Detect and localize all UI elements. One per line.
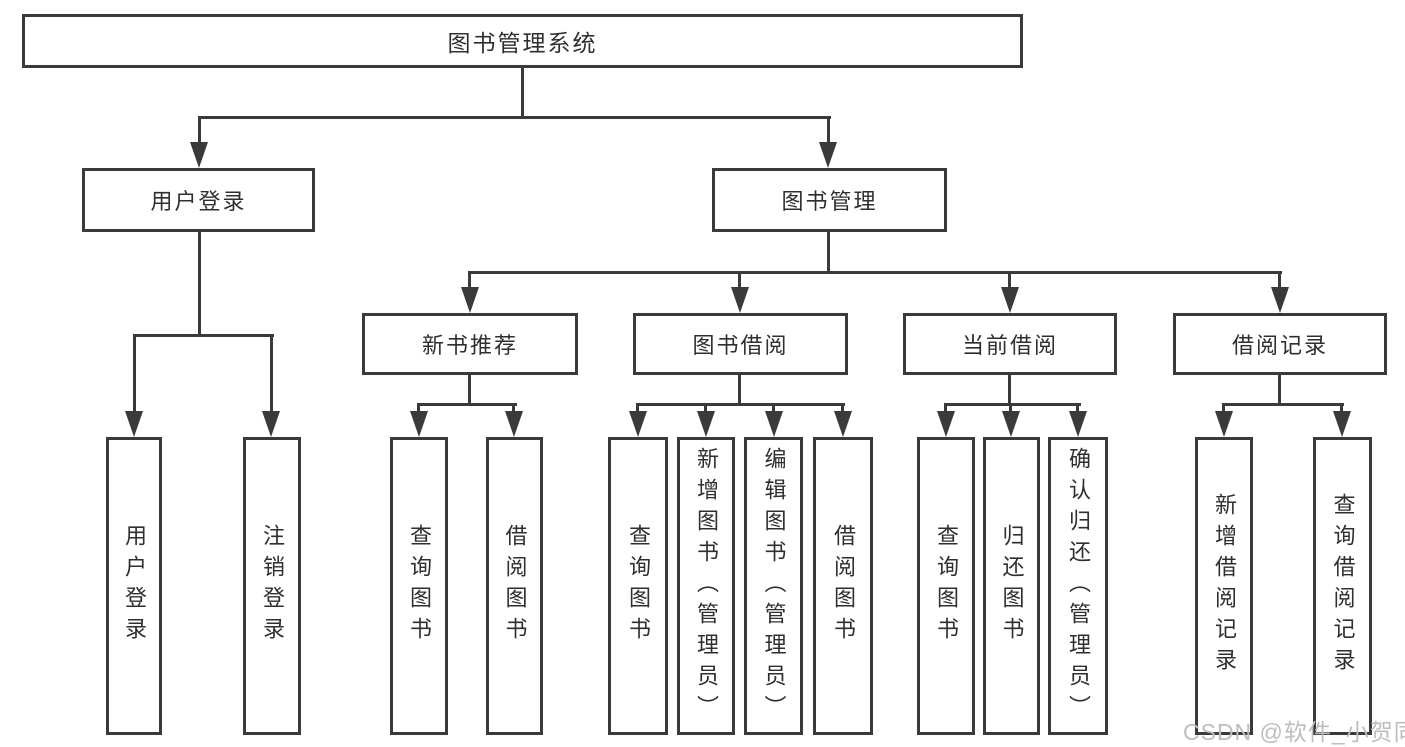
node-leaf-borrow-books: 借阅图书 [813, 437, 873, 735]
arrow-down-icon [1271, 287, 1289, 313]
connector-line [198, 116, 201, 144]
connector-line [1008, 375, 1011, 406]
arrow-down-icon [1333, 411, 1351, 437]
node-label: 查询图书 [407, 524, 432, 648]
node-new-book-recommendation: 新书推荐 [362, 313, 578, 375]
node-leaf-user-login: 用户登录 [106, 437, 162, 735]
connector-line [417, 403, 517, 406]
arrow-down-icon [1215, 411, 1233, 437]
node-label: 确认归还（管理员） [1066, 446, 1091, 726]
connector-line [1278, 375, 1281, 406]
connector-line [738, 375, 741, 406]
node-leaf-add-books-admin: 新增图书（管理员） [677, 437, 735, 735]
node-leaf-add-borrow-record: 新增借阅记录 [1195, 437, 1253, 735]
connector-line [1340, 403, 1343, 415]
connector-line [133, 334, 136, 414]
node-leaf-return-books: 归还图书 [983, 437, 1040, 735]
node-leaf-query-books-borrowing: 查询图书 [608, 437, 668, 735]
connector-line [1076, 403, 1079, 415]
node-label: 借阅图书 [831, 524, 856, 648]
node-leaf-query-borrow-record: 查询借阅记录 [1313, 437, 1372, 735]
node-label: 用户登录 [122, 524, 147, 648]
connector-line [133, 334, 274, 337]
node-leaf-confirm-return-admin: 确认归还（管理员） [1048, 437, 1108, 735]
connector-line [772, 403, 775, 415]
connector-line [636, 403, 845, 406]
arrow-down-icon [1001, 287, 1019, 313]
node-borrowing-records: 借阅记录 [1173, 313, 1387, 375]
node-label: 查询借阅记录 [1330, 493, 1356, 679]
node-label: 注销登录 [260, 524, 285, 648]
arrow-down-icon [697, 411, 715, 437]
connector-line [512, 403, 515, 415]
node-library-management-system: 图书管理系统 [22, 14, 1023, 68]
node-label: 借阅图书 [502, 524, 528, 648]
connector-line [1009, 403, 1012, 415]
connector-line [198, 116, 831, 119]
arrow-down-icon [834, 411, 852, 437]
node-label: 当前借阅 [961, 333, 1058, 358]
csdn-watermark: CSDN @软件_小贺同学 [1183, 719, 1405, 745]
connector-line [270, 334, 273, 414]
connector-line [738, 271, 741, 289]
node-label: 新书推荐 [421, 333, 518, 358]
connector-line [704, 403, 707, 415]
node-book-management: 图书管理 [712, 168, 947, 232]
arrow-down-icon [937, 411, 955, 437]
node-label: 查询图书 [934, 524, 959, 648]
node-label: 图书借阅 [692, 333, 789, 358]
node-label: 图书管理系统 [447, 30, 598, 56]
node-label: 用户登录 [150, 189, 247, 214]
node-label: 借阅记录 [1231, 333, 1328, 358]
node-leaf-logout: 注销登录 [243, 437, 301, 735]
connector-line [841, 403, 844, 415]
node-label: 图书管理 [781, 189, 878, 214]
connector-line [944, 403, 947, 415]
connector-line [1222, 403, 1344, 406]
connector-line [468, 271, 1282, 274]
node-label: 新增借阅记录 [1212, 493, 1237, 679]
arrow-down-icon [1069, 411, 1087, 437]
node-label: 归还图书 [999, 524, 1025, 648]
connector-line [1222, 403, 1225, 415]
connector-line [827, 232, 830, 274]
arrow-down-icon [461, 287, 479, 313]
node-label: 查询图书 [626, 524, 651, 648]
node-leaf-query-books-recommend: 查询图书 [390, 437, 448, 735]
connector-line [468, 271, 471, 289]
connector-line [468, 375, 471, 406]
arrow-down-icon [731, 287, 749, 313]
connector-line [827, 116, 830, 144]
arrow-down-icon [505, 411, 523, 437]
arrow-down-icon [629, 411, 647, 437]
connector-line [417, 403, 420, 415]
node-user-login: 用户登录 [82, 168, 315, 232]
connector-line [1278, 271, 1281, 289]
connector-line [636, 403, 639, 415]
node-book-borrowing: 图书借阅 [633, 313, 848, 375]
node-label: 编辑图书（管理员） [761, 446, 787, 726]
node-leaf-borrow-books-recommend: 借阅图书 [486, 437, 543, 735]
connector-line [521, 68, 524, 118]
connector-line [1008, 271, 1011, 289]
arrow-down-icon [125, 411, 143, 437]
arrow-down-icon [190, 142, 208, 168]
node-leaf-edit-books-admin: 编辑图书（管理员） [744, 437, 803, 735]
node-current-borrowing: 当前借阅 [903, 313, 1117, 375]
connector-line [198, 232, 201, 337]
arrow-down-icon [765, 411, 783, 437]
node-leaf-query-books-current: 查询图书 [917, 437, 975, 735]
connector-line [944, 403, 1081, 406]
arrow-down-icon [1002, 411, 1020, 437]
arrow-down-icon [819, 142, 837, 168]
node-label: 新增图书（管理员） [694, 446, 719, 726]
arrow-down-icon [410, 411, 428, 437]
arrow-down-icon [262, 411, 280, 437]
